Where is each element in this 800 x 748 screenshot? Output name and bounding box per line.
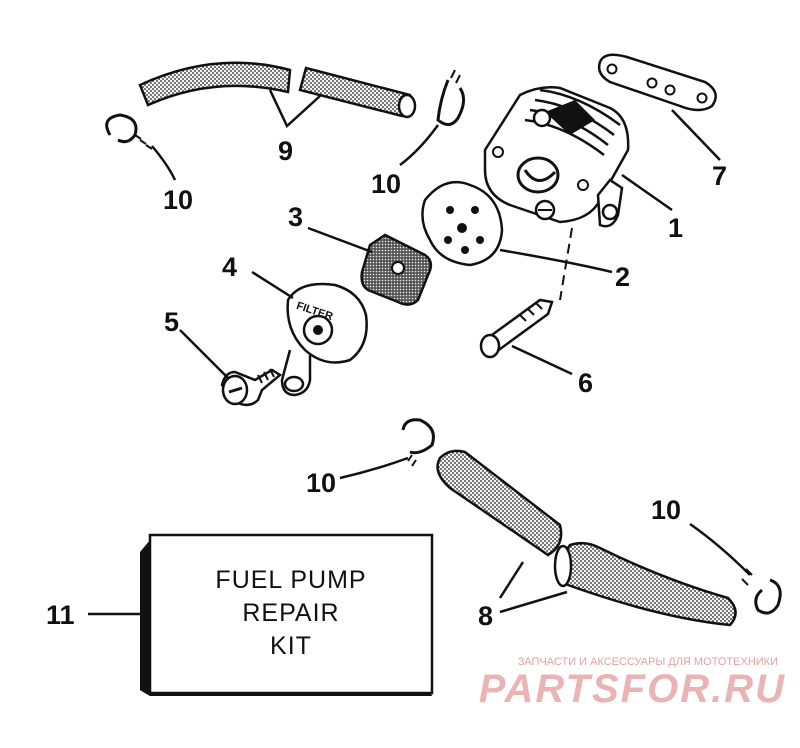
callout-10-upper-center: 10	[371, 169, 401, 199]
callout-10-lower-center: 10	[306, 468, 336, 498]
callout-1: 1	[668, 213, 683, 243]
callout-5: 5	[164, 307, 179, 337]
callout-10-lower-right: 10	[651, 495, 681, 525]
kit-line-2: REPAIR	[242, 599, 339, 627]
watermark-tagline: ЗАПЧАСТИ И АКСЕССУАРЫ ДЛЯ МОТОТЕХНИКИ	[518, 656, 778, 668]
callout-9: 9	[278, 136, 293, 166]
pump-mounting-screw	[479, 298, 554, 359]
filter-cap-screw	[220, 368, 283, 407]
watermark: ЗАПЧАСТИ И АКСЕССУАРЫ ДЛЯ МОТОТЕХНИКИ PA…	[479, 656, 786, 711]
hose-clamp-upper-left	[105, 113, 153, 150]
fuel-pump-repair-kit-box: FUEL PUMP REPAIR KIT	[140, 533, 434, 696]
hose-clamp-lower-right	[741, 568, 782, 615]
diaphragm	[421, 180, 504, 267]
callout-8: 8	[478, 601, 493, 631]
callout-7: 7	[712, 161, 727, 191]
callout-2: 2	[615, 262, 630, 292]
pump-mounting-gasket	[597, 53, 717, 112]
hose-clamp-lower-center	[401, 418, 435, 467]
filter-cap: FILTER	[280, 282, 368, 397]
callout-11: 11	[46, 600, 75, 630]
fuel-pump-body	[483, 86, 630, 228]
kit-line-1: FUEL PUMP	[215, 566, 366, 594]
filter-screen	[360, 233, 433, 306]
callout-10-upper-left: 10	[163, 185, 193, 215]
kit-line-3: KIT	[270, 632, 312, 660]
callout-3: 3	[288, 202, 303, 232]
fuel-hose-lower	[436, 449, 737, 627]
callout-4: 4	[222, 252, 237, 282]
hose-clamp-upper-center	[436, 69, 465, 126]
leader-lines	[88, 89, 751, 616]
callout-6: 6	[578, 368, 593, 398]
fuel-hose-upper	[138, 61, 417, 119]
watermark-brand: PARTSFOR.RU	[479, 667, 786, 711]
